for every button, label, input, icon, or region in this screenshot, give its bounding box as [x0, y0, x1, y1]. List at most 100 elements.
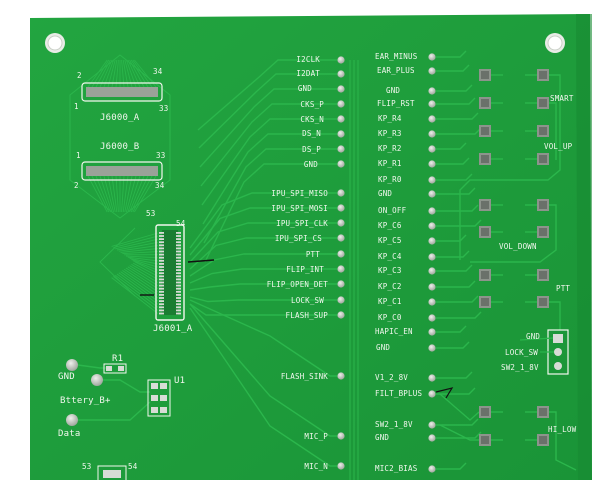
data-test-pad — [66, 414, 78, 426]
right-label-ear-plus: EAR_PLUS — [377, 66, 415, 75]
right-label-gnd-4: GND — [375, 433, 390, 442]
left-label-ipu-spi-cs: IPU_SPI_CS — [274, 234, 322, 243]
u1-footprint — [147, 379, 171, 417]
right-pad — [428, 328, 436, 336]
gnd-test-pad — [66, 359, 78, 371]
right-label-sw2-1-8v: SW2_1_8V — [375, 420, 413, 429]
battery-data-label: Data — [58, 429, 81, 439]
left-pad — [337, 56, 345, 64]
j6000b-pin-33: 33 — [156, 151, 166, 160]
right-pad — [428, 115, 436, 123]
left-label-ipu-spi-mosi: IPU_SPI_MOSI — [271, 204, 328, 213]
right-label-kp-c3: KP_C3 — [378, 266, 402, 275]
right-label-kp-c4: KP_C4 — [378, 252, 402, 261]
j6000a-pin-33: 33 — [159, 104, 169, 113]
smart-label: SMART — [550, 94, 574, 103]
right-label-gnd-1: GND — [386, 86, 401, 95]
right-pad — [428, 344, 436, 352]
right-pad — [428, 222, 436, 230]
left-pad — [337, 70, 345, 78]
left-pad — [337, 189, 345, 197]
j6000b-pin-34: 34 — [155, 181, 165, 190]
left-label-i2clk: I2CLK — [296, 55, 320, 64]
left-label-lock-sw: LOCK_SW — [290, 296, 324, 305]
right-label-kp-r4: KP_R4 — [378, 114, 402, 123]
left-label-gnd-2: GND — [303, 160, 318, 169]
j6001-pin-54: 54 — [176, 219, 186, 228]
right-label-ear-minus: EAR_MINUS — [375, 52, 418, 61]
marker-line — [187, 259, 215, 263]
left-pad — [337, 160, 345, 168]
right-label-kp-c1: KP_C1 — [378, 297, 402, 306]
bottom-pin-53: 53 — [82, 462, 92, 471]
three-pin-header — [519, 329, 569, 375]
left-label-ptt: PTT — [305, 250, 320, 259]
right-label-gnd-2: GND — [378, 189, 393, 198]
right-label-v1-2-8v: V1_2_8V — [375, 373, 409, 382]
right-pad — [428, 237, 436, 245]
left-pad — [337, 85, 345, 93]
bottom-connector — [97, 465, 127, 480]
left-pad — [337, 234, 345, 242]
right-pad — [428, 130, 436, 138]
mounting-hole-left — [45, 33, 65, 53]
left-pad — [337, 280, 345, 288]
right-pad — [428, 298, 436, 306]
left-pad — [337, 100, 345, 108]
right-pad — [428, 267, 436, 275]
right-label-mic2-bias: MIC2_BIAS — [375, 464, 418, 473]
left-pad — [337, 462, 345, 470]
ptt-label: PTT — [556, 284, 571, 293]
left-pad — [337, 219, 345, 227]
left-label-ds-n: DS_N — [302, 129, 321, 138]
j6001-pin-53: 53 — [146, 209, 156, 218]
left-pad — [337, 115, 345, 123]
left-pad — [337, 296, 345, 304]
right-label-kp-c2: KP_C2 — [378, 282, 402, 291]
j6000a-pin-34: 34 — [153, 67, 163, 76]
r1-footprint — [103, 363, 127, 374]
vol-down-label: VOL_DOWN — [499, 242, 537, 251]
battery-area — [66, 359, 171, 426]
right-pad — [428, 390, 436, 398]
right-pad — [428, 190, 436, 198]
left-pad — [337, 204, 345, 212]
right-label-kp-c5: KP_C5 — [378, 236, 402, 245]
left-label-ipu-spi-miso: IPU_SPI_MISO — [271, 189, 328, 198]
j6000a-label: J6000_A — [100, 113, 140, 123]
j6000b-pin-1: 1 — [76, 151, 81, 160]
right-label-hapic-en: HAPIC_EN — [375, 327, 413, 336]
right-pad — [428, 100, 436, 108]
right-label-kp-r0: KP_R0 — [378, 175, 402, 184]
j6000b-label: J6000_B — [100, 142, 140, 152]
left-pad — [337, 372, 345, 380]
left-label-flip-open-det: FLIP_OPEN_DET — [266, 280, 328, 289]
header-lock-sw-label: LOCK_SW — [505, 348, 539, 357]
right-label-kp-c6: KP_C6 — [378, 221, 402, 230]
j6001a-label: J6001_A — [153, 324, 193, 334]
j6000b-pin-2: 2 — [74, 181, 79, 190]
right-edge-pads — [428, 53, 436, 473]
right-pad — [428, 87, 436, 95]
right-pad — [428, 145, 436, 153]
vol-up-label: VOL_UP — [544, 142, 573, 151]
left-label-flash-sink: FLASH_SINK — [280, 372, 328, 381]
bplus-test-pad — [91, 374, 103, 386]
right-pad — [428, 314, 436, 322]
battery-bplus-label: Bttery_B+ — [60, 396, 111, 406]
left-label-flip-int: FLIP_INT — [286, 265, 324, 274]
right-pad — [428, 67, 436, 75]
copper-traces — [189, 50, 577, 480]
right-label-gnd-3: GND — [376, 343, 391, 352]
u1-label: U1 — [174, 376, 186, 386]
right-pad — [428, 207, 436, 215]
left-label-gnd-1: GND — [297, 84, 312, 93]
right-pad — [428, 434, 436, 442]
header-gnd-label: GND — [526, 332, 541, 341]
right-pad — [428, 160, 436, 168]
right-label-kp-r2: KP_R2 — [378, 144, 402, 153]
right-label-kp-r1: KP_R1 — [378, 159, 402, 168]
battery-gnd-label: GND — [58, 372, 75, 382]
left-edge-pads — [337, 56, 345, 470]
